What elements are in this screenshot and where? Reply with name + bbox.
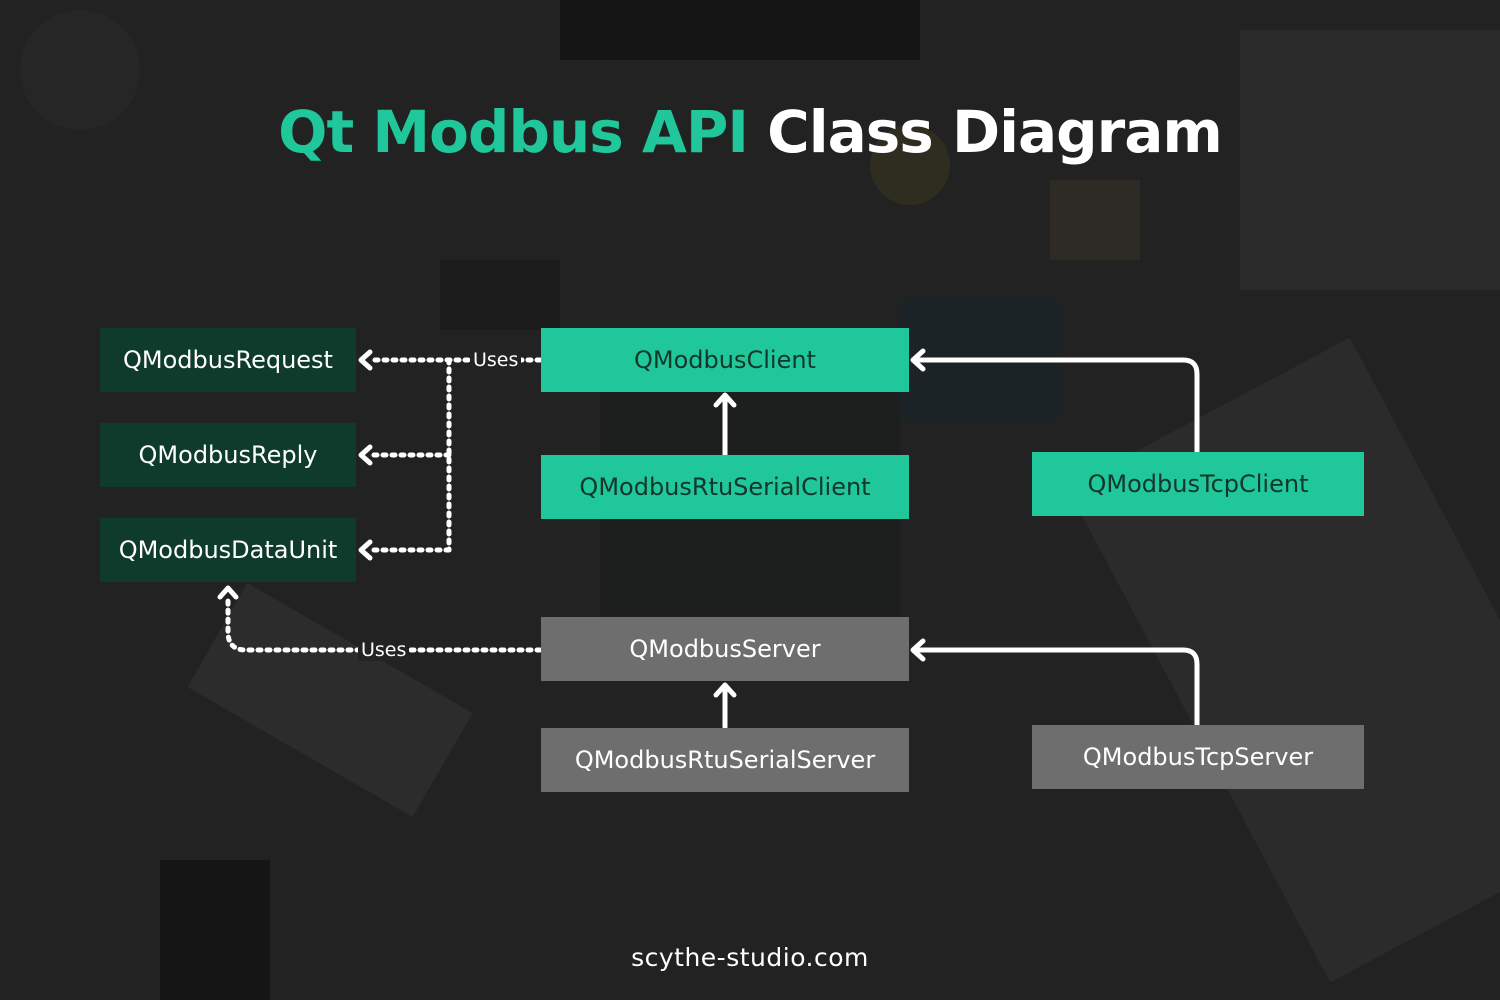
- client-uses-label: Uses: [470, 349, 522, 371]
- server-uses-line: [225, 597, 543, 653]
- tcp-client-inherit-line: [915, 357, 1200, 455]
- request-arrowhead: [358, 349, 373, 371]
- class-qmodbusclient: QModbusClient: [541, 328, 909, 392]
- class-qmodbustcpclient: QModbusTcpClient: [1032, 452, 1364, 516]
- title-plain: Class Diagram: [767, 98, 1223, 166]
- tcp-server-inherit-arrowhead: [910, 638, 926, 662]
- class-qmodbusrtuserialclient: QModbusRtuSerialClient: [541, 455, 909, 519]
- server-uses-label: Uses: [358, 639, 410, 661]
- reply-arrowhead: [358, 444, 373, 466]
- rtu-server-inherit-arrowhead: [713, 682, 737, 698]
- tcp-server-inherit-line: [915, 647, 1200, 728]
- server-uses-arrowhead: [217, 585, 239, 600]
- diagram-title: Qt Modbus API Class Diagram: [0, 98, 1500, 166]
- tcp-client-inherit-arrowhead: [910, 348, 926, 372]
- class-qmodbusdataunit: QModbusDataUnit: [100, 518, 356, 582]
- class-qmodbusserver: QModbusServer: [541, 617, 909, 681]
- class-qmodbustcpserver: QModbusTcpServer: [1032, 725, 1364, 789]
- class-qmodbusrequest: QModbusRequest: [100, 328, 356, 392]
- rtu-client-inherit-arrowhead: [713, 392, 737, 408]
- dataunit-arrowhead: [358, 539, 373, 561]
- footer-website: scythe-studio.com: [631, 943, 869, 972]
- class-qmodbusrtuserialserver: QModbusRtuSerialServer: [541, 728, 909, 792]
- title-accent: Qt Modbus API: [278, 98, 749, 166]
- class-qmodbusreply: QModbusReply: [100, 423, 356, 487]
